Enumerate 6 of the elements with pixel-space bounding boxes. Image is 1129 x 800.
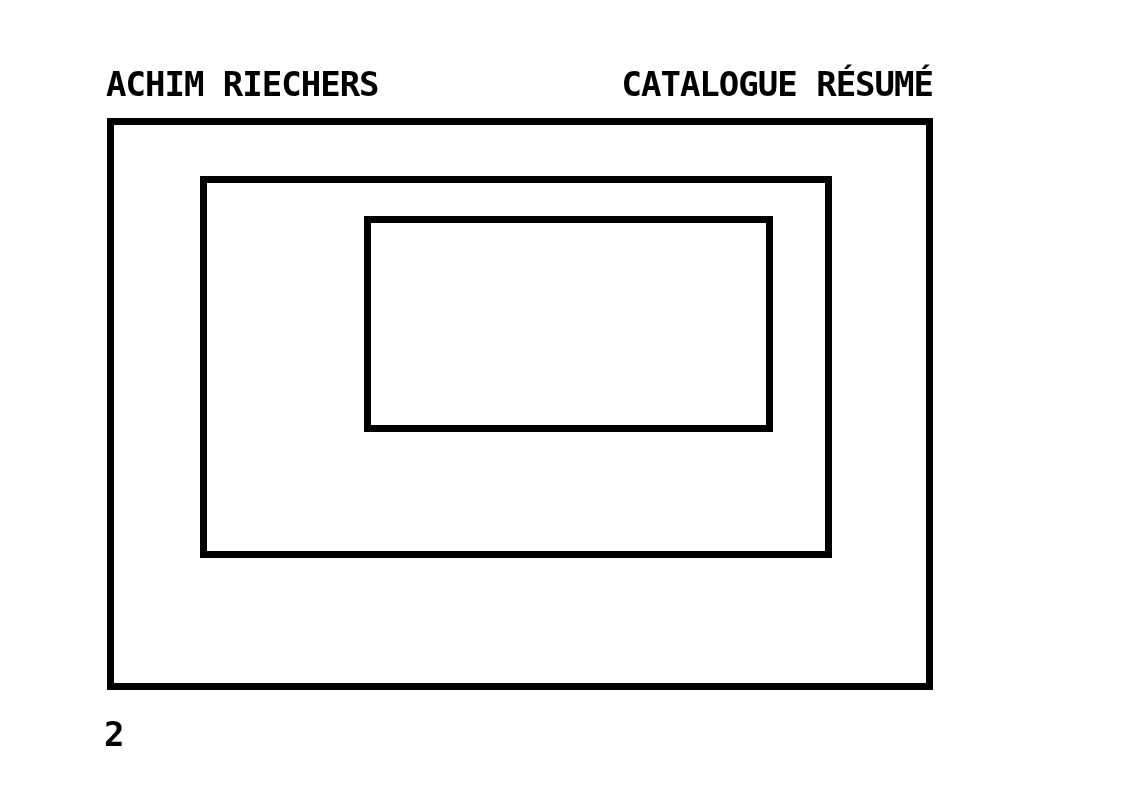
inner-frame	[364, 216, 773, 432]
author-name: ACHIM RIECHERS	[106, 64, 379, 104]
outer-frame	[107, 118, 933, 690]
middle-frame	[200, 176, 832, 558]
page-number: 2	[104, 714, 124, 754]
title-heading: CATALOGUE RÉSUMÉ	[621, 64, 933, 104]
